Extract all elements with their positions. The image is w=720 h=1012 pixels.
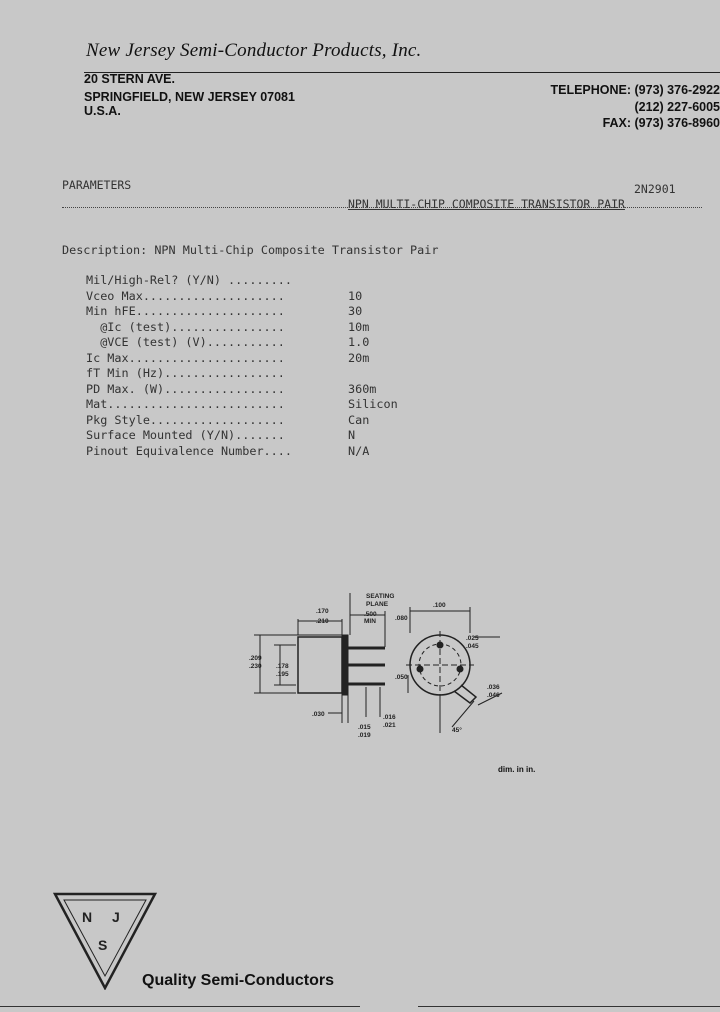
footer-rule xyxy=(418,1006,720,1007)
dim-label: SEATING xyxy=(366,593,394,600)
param-value: 360m xyxy=(348,382,377,396)
param-row: PD Max. (W)................. xyxy=(86,382,285,397)
address-line-3: U.S.A. xyxy=(84,104,121,118)
dim-label: .021 xyxy=(383,722,396,729)
dim-label: .050 xyxy=(395,674,408,681)
param-label: Min hFE..................... xyxy=(86,304,285,318)
address-line-1: 20 STERN AVE. xyxy=(84,72,175,86)
dim-label: .015 xyxy=(358,724,371,731)
address-line-2: SPRINGFIELD, NEW JERSEY 07081 xyxy=(84,90,295,104)
param-value: N xyxy=(348,428,356,442)
dim-label: .100 xyxy=(433,602,446,609)
dim-label: 45° xyxy=(452,726,462,734)
dim-label: .170 xyxy=(316,608,329,615)
part-number: 2N2901 xyxy=(634,182,676,196)
footer-rule xyxy=(0,1006,360,1007)
dim-label: .080 xyxy=(395,615,408,622)
param-value: 20m xyxy=(348,351,370,365)
param-row: Mil/High-Rel? (Y/N) ......... xyxy=(86,273,292,288)
param-row: Mat......................... xyxy=(86,397,285,412)
part-description: NPN MULTI-CHIP COMPOSITE TRANSISTOR PAIR xyxy=(348,197,625,211)
param-label: Surface Mounted (Y/N)....... xyxy=(86,428,285,442)
dim-label: .210 xyxy=(316,618,329,625)
header-rule xyxy=(84,72,720,73)
title-dotted-rule xyxy=(62,207,702,208)
logo-letter: N xyxy=(82,909,92,925)
param-label: @VCE (test) (V)........... xyxy=(86,335,285,349)
dim-label: .046 xyxy=(487,692,500,699)
package-outline-drawing: .170 .210 SEATING PLANE .500 MIN .080 .1… xyxy=(249,593,503,739)
dim-label: .019 xyxy=(358,732,371,739)
param-label: Ic Max...................... xyxy=(86,351,285,365)
param-value: Silicon xyxy=(348,397,398,411)
param-label: Vceo Max.................... xyxy=(86,289,285,303)
dim-label: .025 xyxy=(466,635,479,642)
parameters-label: PARAMETERS xyxy=(62,178,132,192)
logo-letter: S xyxy=(98,937,107,953)
dim-label: .030 xyxy=(312,711,325,718)
param-value: 1.0 xyxy=(348,335,370,349)
param-label: fT Min (Hz)................. xyxy=(86,366,285,380)
company-name: New Jersey Semi-Conductor Products, Inc. xyxy=(86,40,422,61)
dim-label: PLANE xyxy=(366,601,389,608)
param-row: fT Min (Hz)................. xyxy=(86,366,285,381)
param-label: @Ic (test)................ xyxy=(86,320,285,334)
param-row: @VCE (test) (V)........... xyxy=(86,335,285,350)
dim-label: .016 xyxy=(383,714,396,721)
logo-letter: J xyxy=(112,909,120,925)
param-row: Vceo Max.................... xyxy=(86,289,285,304)
param-label: Pinout Equivalence Number.... xyxy=(86,444,292,458)
param-row: Pkg Style................... xyxy=(86,413,285,428)
param-label: Mat......................... xyxy=(86,397,285,411)
dim-label: .178 xyxy=(276,663,289,670)
dim-label: .230 xyxy=(249,663,262,670)
dimension-note: dim. in in. xyxy=(498,765,536,774)
param-value: 10 xyxy=(348,289,363,303)
dim-label: .195 xyxy=(276,671,289,678)
dim-label: MIN xyxy=(364,618,376,625)
param-row: @Ic (test)................ xyxy=(86,320,285,335)
dim-label: .036 xyxy=(487,684,500,691)
param-value: 30 xyxy=(348,304,363,318)
param-row: Pinout Equivalence Number.... xyxy=(86,444,292,459)
dim-label: .500 xyxy=(364,611,377,618)
njs-logo: N J S xyxy=(52,892,158,990)
description-line: Description: NPN Multi-Chip Composite Tr… xyxy=(62,243,439,257)
telephone-ny-line: (212) 227-6005 xyxy=(634,100,720,114)
param-value: Can xyxy=(348,413,370,427)
fax-line: FAX: (973) 376-8960 xyxy=(602,116,720,130)
dim-label: .209 xyxy=(249,655,262,662)
param-row: Min hFE..................... xyxy=(86,304,285,319)
param-value: N/A xyxy=(348,444,370,458)
telephone-line: TELEPHONE: (973) 376-2922 xyxy=(550,83,720,97)
dim-label: .045 xyxy=(466,643,479,650)
param-label: Mil/High-Rel? (Y/N) ......... xyxy=(86,273,292,287)
param-label: Pkg Style................... xyxy=(86,413,285,427)
param-row: Ic Max...................... xyxy=(86,351,285,366)
param-label: PD Max. (W)................. xyxy=(86,382,285,396)
param-value: 10m xyxy=(348,320,370,334)
tagline: Quality Semi-Conductors xyxy=(142,972,335,989)
param-row: Surface Mounted (Y/N)....... xyxy=(86,428,285,443)
